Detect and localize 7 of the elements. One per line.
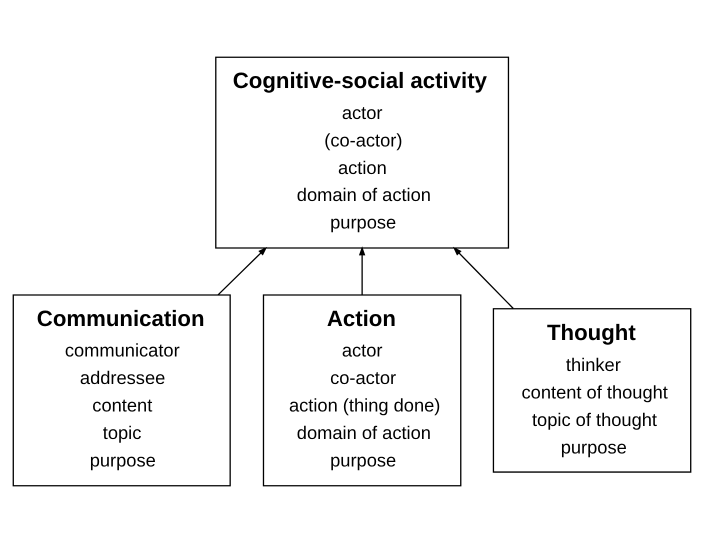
arrow xyxy=(358,246,366,294)
node-box: Communication communicator addressee content topic purpose xyxy=(12,294,231,486)
node-box: Cognitive-social activity actor (co-actor) action domain of action purpose xyxy=(215,56,510,248)
node-box: Action actor co-actor action (thing done) domain of action purpose xyxy=(262,294,462,486)
node-box: Thought thinker content of thought topic of thought purpose xyxy=(492,308,692,472)
arrow xyxy=(218,246,268,295)
arrow xyxy=(452,246,514,308)
